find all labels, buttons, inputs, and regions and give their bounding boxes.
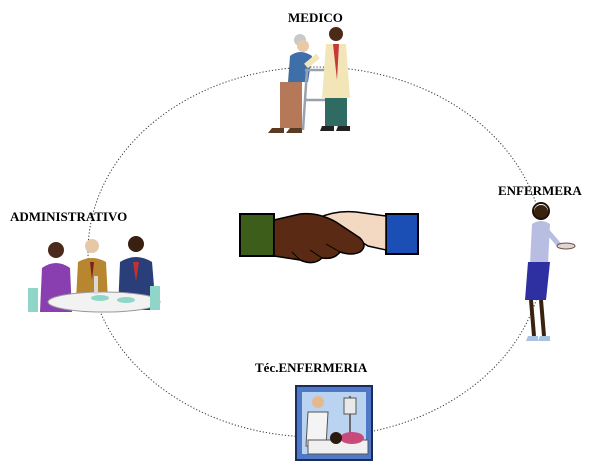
handshake-icon — [239, 210, 419, 264]
label-medico: MEDICO — [288, 10, 343, 25]
label-administrativo: ADMINISTRATIVO — [10, 209, 128, 224]
meeting-table-icon — [28, 236, 161, 313]
label-tec-enfermeria: Téc.ENFERMERIA — [255, 360, 368, 375]
nurse-technician-icon — [295, 385, 373, 461]
nurse-icon — [525, 202, 576, 341]
doctor-with-patient-icon — [268, 27, 350, 133]
label-enfermera: ENFERMERA — [498, 183, 582, 198]
